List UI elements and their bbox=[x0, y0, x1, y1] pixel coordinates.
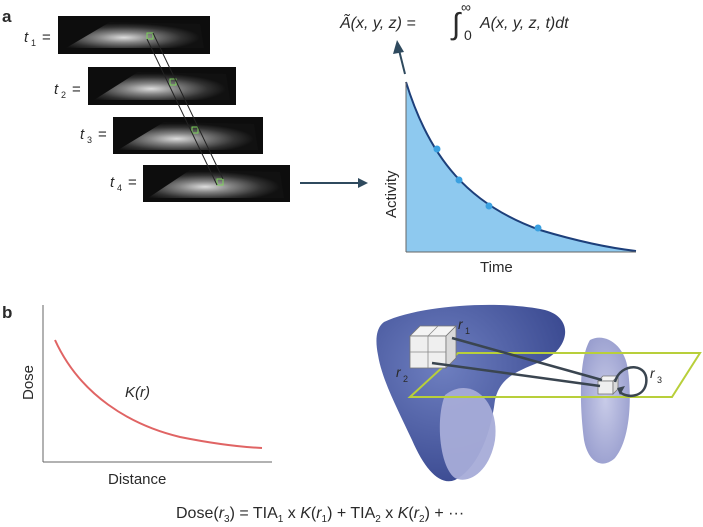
svg-text:3: 3 bbox=[87, 135, 92, 145]
lobe-shape bbox=[439, 387, 496, 480]
r3-loop bbox=[613, 366, 648, 398]
svg-text:=: = bbox=[98, 126, 107, 143]
svg-text:t: t bbox=[24, 29, 29, 46]
tia-formula: Ã(x, y, z) = ∫ ∞ 0 A(x, y, z, t)dt bbox=[339, 0, 569, 43]
svg-text:t: t bbox=[54, 81, 59, 98]
arrow-to-plot bbox=[300, 178, 368, 188]
panel-a-label: a bbox=[2, 7, 12, 26]
activity-area bbox=[406, 82, 636, 252]
svg-text:r: r bbox=[650, 365, 656, 381]
r2-label: r 2 bbox=[396, 364, 408, 384]
arrow-to-formula bbox=[393, 40, 406, 75]
formula-upper: ∞ bbox=[461, 0, 471, 15]
r1-label: r 1 bbox=[458, 316, 470, 336]
svg-text:t: t bbox=[80, 126, 85, 143]
dose-axis-label: Dose bbox=[20, 365, 37, 400]
formula-lhs: Ã(x, y, z) = bbox=[339, 13, 416, 32]
scan-frame-2 bbox=[88, 67, 236, 105]
data-point-4 bbox=[534, 224, 542, 232]
svg-text:4: 4 bbox=[117, 183, 122, 193]
frame-label-t4: t 4 = bbox=[110, 174, 137, 193]
svg-text:=: = bbox=[42, 29, 51, 46]
dose-equation: Dose(r3) = TIA1 x K(r1) + TIA2 x K(r2) +… bbox=[176, 505, 464, 525]
scan-frame-3 bbox=[113, 117, 263, 154]
formula-integral: ∫ bbox=[450, 8, 462, 41]
r2-line bbox=[431, 361, 601, 388]
activity-axis-label: Activity bbox=[383, 170, 400, 218]
r1-line bbox=[451, 336, 603, 382]
time-activity-plot: Activity Time bbox=[383, 81, 637, 276]
frame-label-t2: t 2 = bbox=[54, 81, 81, 100]
kidney-shape bbox=[580, 337, 630, 464]
anatomy-illustration: r 1 r 2 r 3 bbox=[376, 304, 702, 482]
svg-text:1: 1 bbox=[31, 38, 36, 48]
svg-text:Dose(r3) = TIA1 x K(r1) + TIA2: Dose(r3) = TIA1 x K(r1) + TIA2 x K(r2) +… bbox=[176, 505, 464, 525]
kernel-label: K(r) bbox=[125, 384, 150, 401]
svg-text:K(r): K(r) bbox=[125, 384, 150, 401]
svg-text:t: t bbox=[110, 174, 115, 191]
svg-text:2: 2 bbox=[61, 90, 66, 100]
data-point-1 bbox=[433, 145, 441, 153]
svg-text:2: 2 bbox=[403, 374, 408, 384]
source-voxel-cluster bbox=[409, 325, 457, 369]
kernel-curve bbox=[54, 339, 263, 449]
time-axis-label: Time bbox=[480, 259, 513, 276]
dose-distance-plot: Dose Distance K(r) bbox=[20, 305, 272, 488]
distance-axis-label: Distance bbox=[108, 471, 166, 488]
svg-text:r: r bbox=[396, 364, 402, 380]
voxel-track-lines bbox=[146, 32, 224, 186]
svg-text:=: = bbox=[128, 174, 137, 191]
formula-lower: 0 bbox=[464, 27, 472, 43]
r3-label: r 3 bbox=[650, 365, 662, 385]
activity-curve bbox=[405, 81, 637, 252]
svg-text:1: 1 bbox=[465, 326, 470, 336]
svg-text:3: 3 bbox=[657, 375, 662, 385]
svg-text:r: r bbox=[458, 316, 464, 332]
data-point-3 bbox=[485, 202, 493, 210]
panel-b-label: b bbox=[2, 303, 12, 322]
data-point-2 bbox=[455, 176, 463, 184]
scan-frame-1 bbox=[58, 16, 210, 54]
frame-label-t3: t 3 = bbox=[80, 126, 107, 145]
svg-text:=: = bbox=[72, 81, 81, 98]
frame-label-t1: t 1 = bbox=[24, 29, 51, 48]
formula-rhs: A(x, y, z, t)dt bbox=[479, 15, 569, 32]
